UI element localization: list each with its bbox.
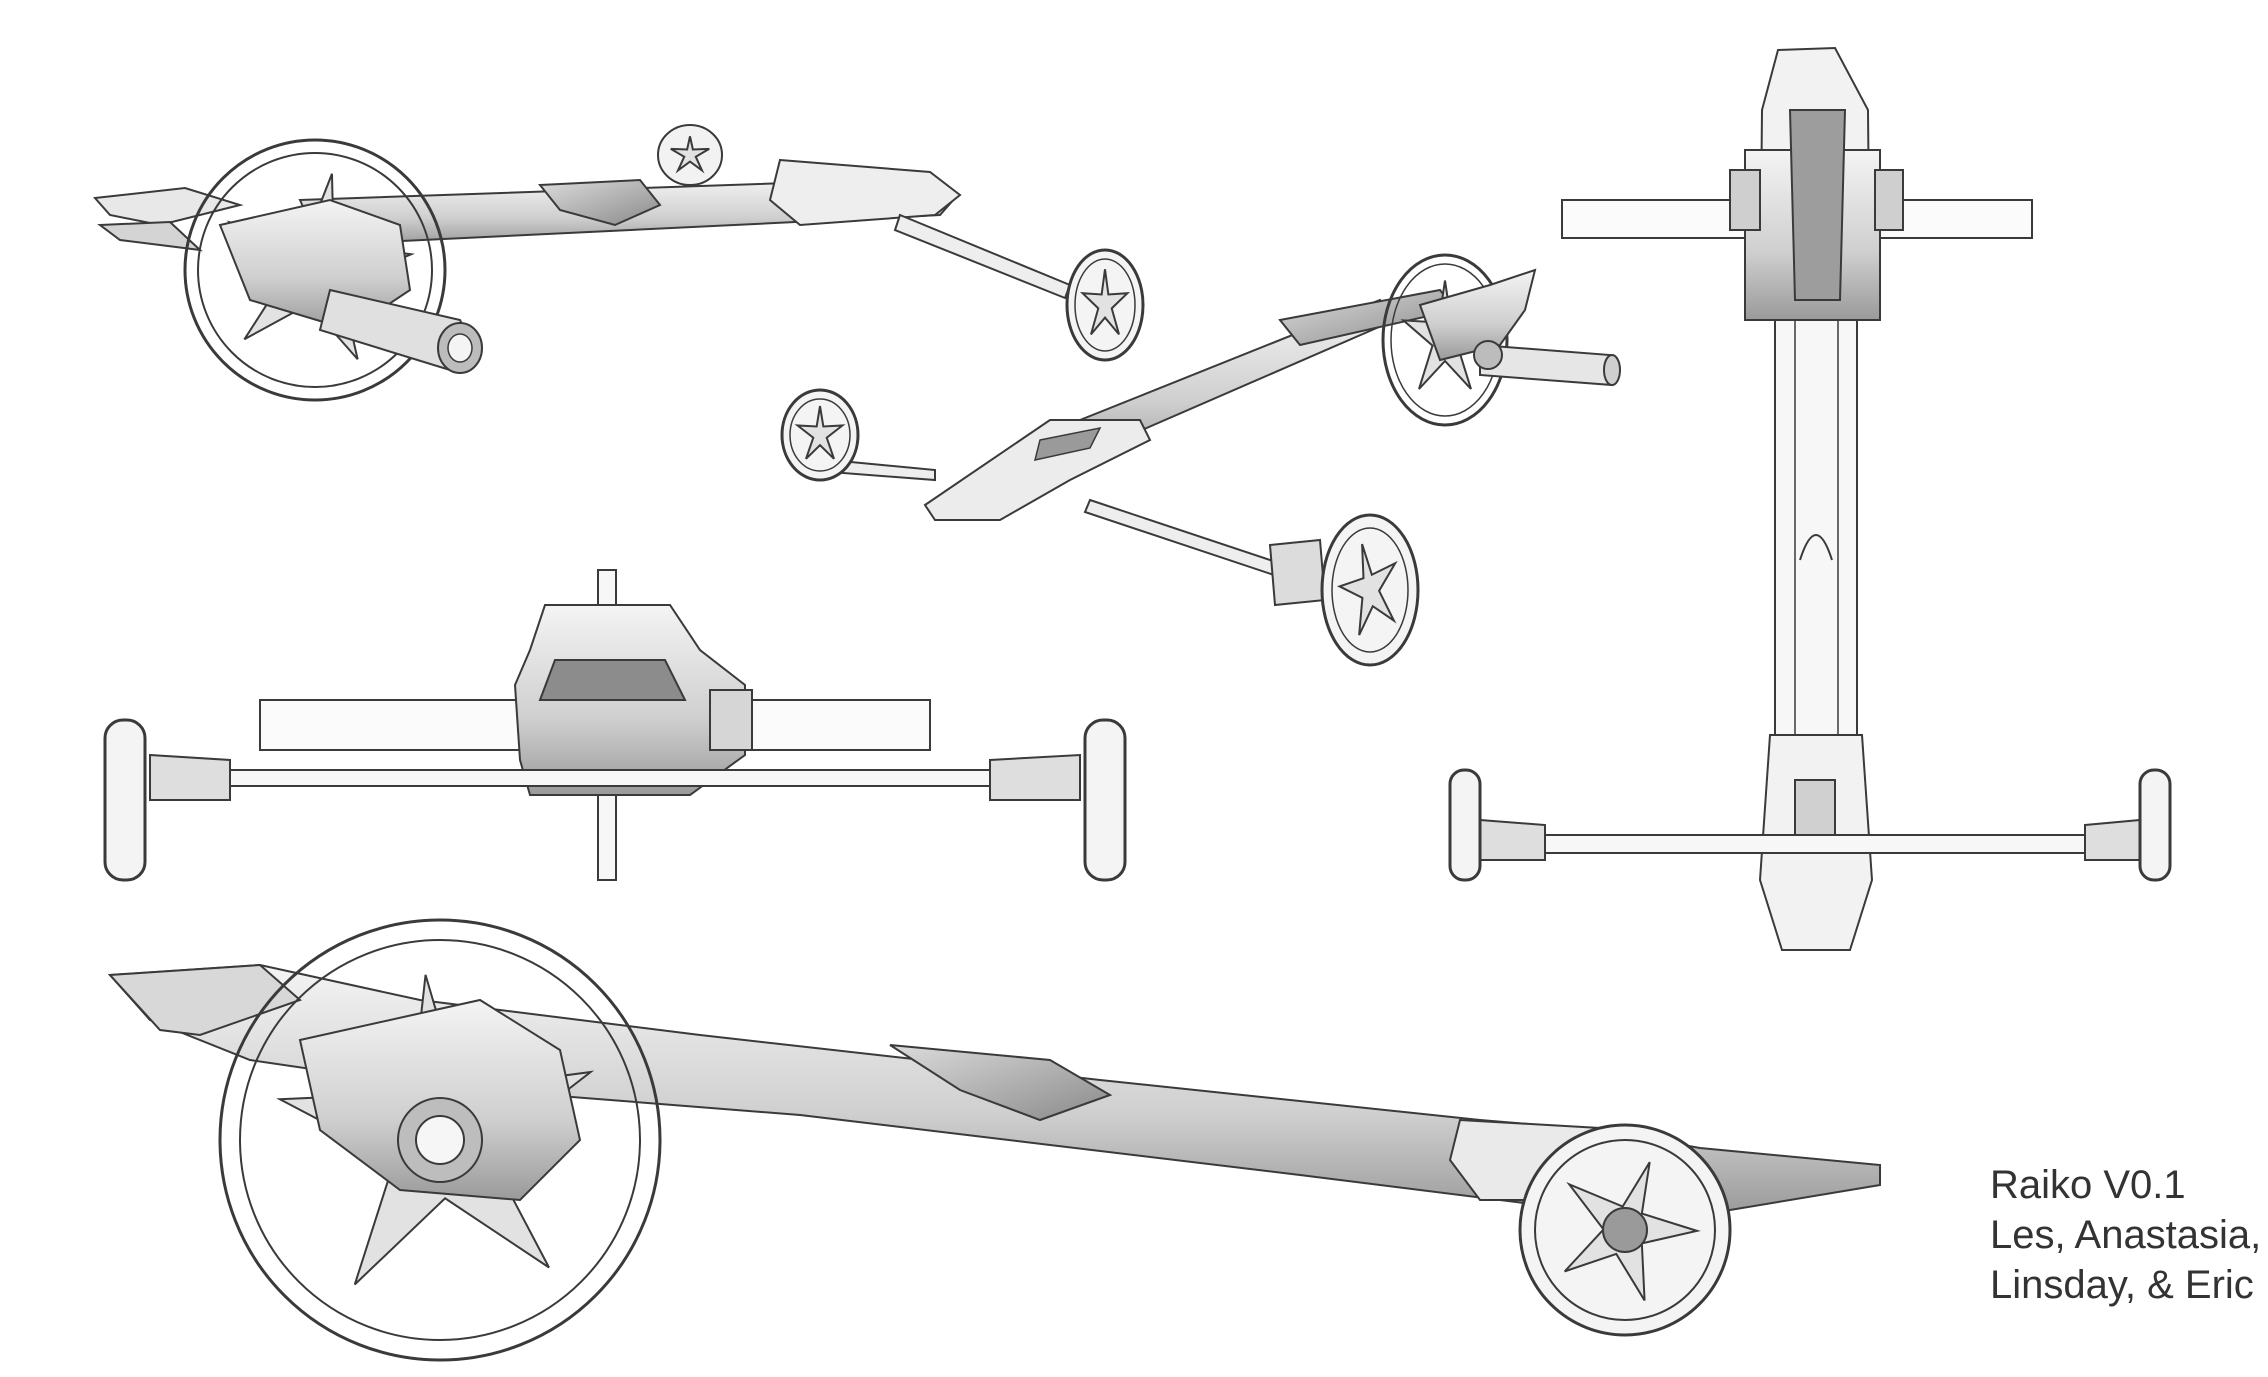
credits-caption: Raiko V0.1 Les, Anastasia, Linsday, & Er… bbox=[1990, 1160, 2261, 1310]
perspective-view-rear-left bbox=[95, 125, 1143, 400]
top-view bbox=[1450, 48, 2170, 950]
caption-authors-line2: Linsday, & Eric bbox=[1990, 1263, 2254, 1307]
perspective-view-front-right bbox=[782, 255, 1620, 665]
caption-title: Raiko V0.1 bbox=[1990, 1163, 2186, 1207]
caption-authors-line1: Les, Anastasia, bbox=[1990, 1213, 2262, 1257]
front-view bbox=[105, 570, 1125, 880]
side-view bbox=[110, 920, 1880, 1360]
